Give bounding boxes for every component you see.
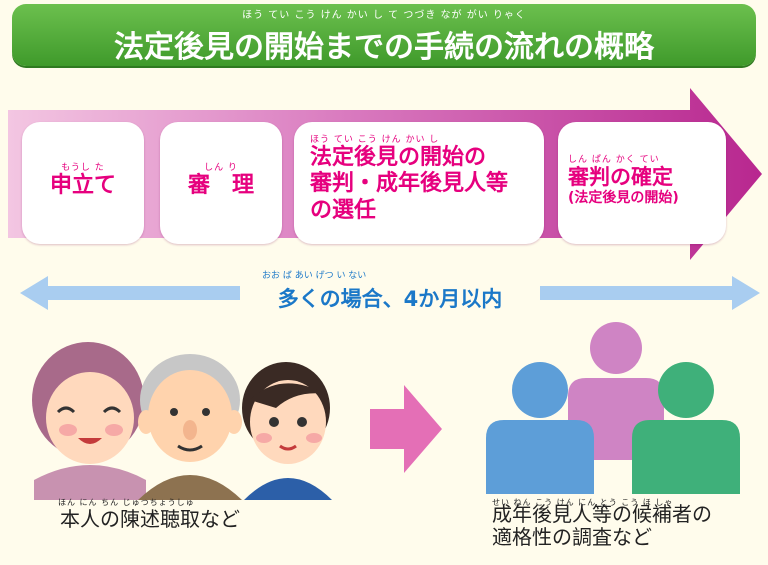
right-caption-line2: 適格性の調査など bbox=[492, 525, 652, 549]
right-caption-line1: 成年後見人等の候補者の bbox=[492, 502, 712, 526]
step-ruby: しん ぱん かく てい bbox=[568, 155, 660, 165]
title-ruby: ほう てい こう けん かい し て つづき なが がい りゃく bbox=[242, 10, 526, 21]
step-label-line3: の選任 bbox=[310, 197, 377, 223]
step-label-line2: 審判・成年後見人等 bbox=[310, 171, 509, 197]
step-ruby: ほう てい こう けん かい し bbox=[310, 135, 440, 145]
candidates-illustration bbox=[486, 322, 740, 494]
title-banner bbox=[12, 4, 756, 66]
step-ruby: しん り bbox=[204, 163, 238, 173]
step-card-hearing: しん り 審 理 bbox=[160, 122, 282, 244]
young-woman-icon bbox=[242, 362, 332, 500]
right-caption: 成年後見人等の候補者の 適格性の調査など bbox=[492, 503, 712, 549]
step-ruby: もうし た bbox=[61, 163, 105, 173]
step-card-ruling: ほう てい こう けん かい し 法定後見の開始の 審判・成年後見人等 の選任 bbox=[294, 122, 544, 244]
step-label-line1: 法定後見の開始の bbox=[310, 145, 487, 170]
step-label-line2: (法定後見の開始) bbox=[568, 190, 679, 207]
step-card-finalization: しん ぱん かく てい 審判の確定 (法定後見の開始) bbox=[558, 122, 726, 244]
step-label: 審 理 bbox=[187, 173, 254, 198]
step-card-petition: もうし た 申立て bbox=[22, 122, 144, 244]
page-title: 法定後見の開始までの手続の流れの概略 bbox=[114, 30, 654, 65]
left-caption-ruby: ほん にん ちん じゅつちょうしゅ bbox=[58, 498, 195, 507]
right-caption-ruby: せい ねん こう けん にん とう こう ほ しゃ bbox=[492, 498, 674, 507]
elderly-man-icon bbox=[138, 354, 242, 500]
left-caption: 本人の陳述聴取など bbox=[60, 507, 240, 531]
person-silhouette-icon bbox=[632, 362, 740, 494]
right-arrow-icon bbox=[370, 385, 442, 473]
period-label: 多くの場合、4か月以内 bbox=[240, 283, 540, 311]
step-label-line1: 審判の確定 bbox=[568, 165, 673, 189]
period-ruby: おお ば あい げつ い ない bbox=[262, 271, 367, 281]
step-label: 申立て bbox=[49, 173, 116, 198]
people-illustration bbox=[32, 342, 332, 500]
elderly-woman-icon bbox=[32, 342, 146, 500]
person-silhouette-icon bbox=[486, 362, 594, 494]
